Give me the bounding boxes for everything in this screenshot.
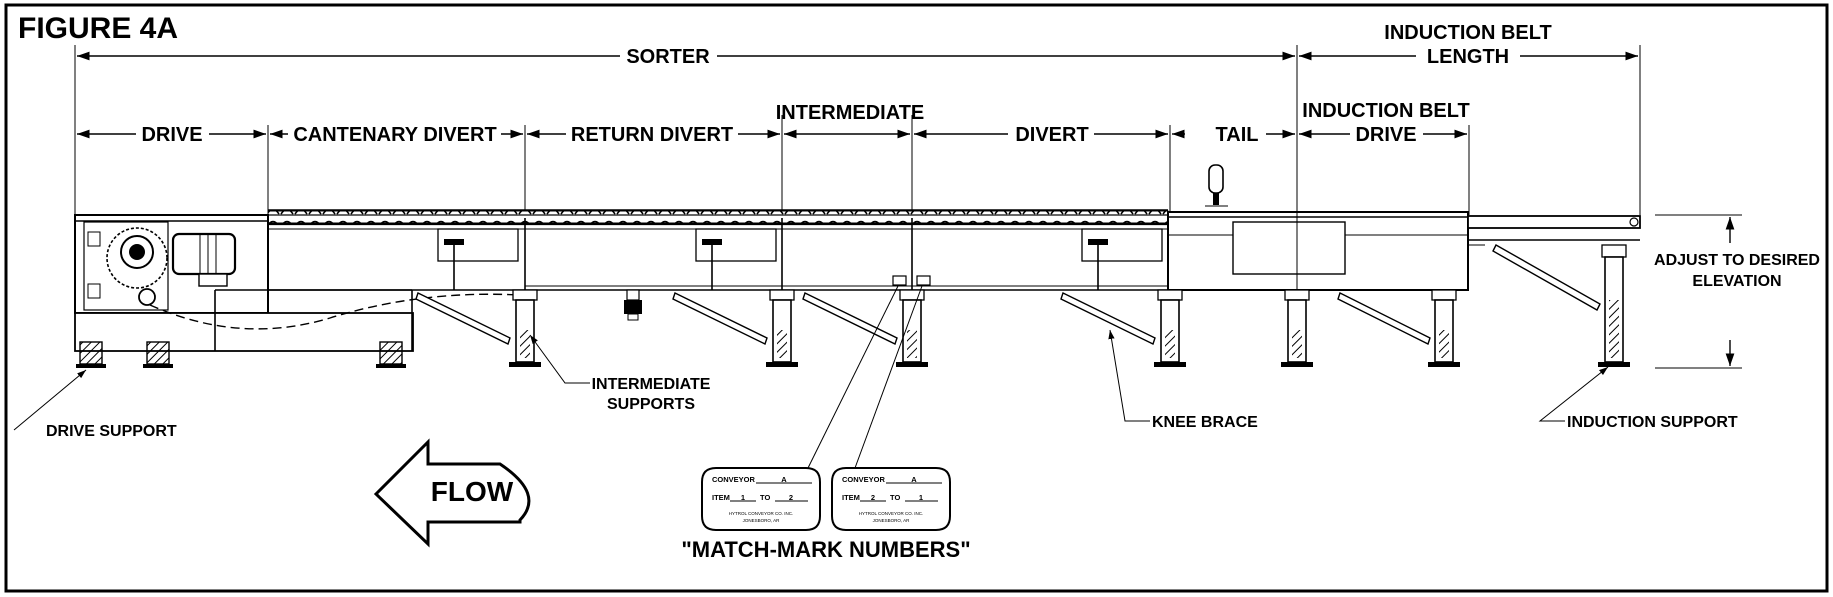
tag-conveyor-label: CONVEYOR xyxy=(712,475,756,484)
tag-item-from: 2 xyxy=(871,493,875,502)
tag-city: JONESBORO, AR xyxy=(873,518,911,523)
tag-conveyor-label: CONVEYOR xyxy=(842,475,886,484)
intermediate-supports-label-line1: INTERMEDIATE xyxy=(592,376,711,393)
figure-title: FIGURE 4A xyxy=(18,12,178,45)
drive-support-label: DRIVE SUPPORT xyxy=(46,423,177,440)
drive-label: DRIVE xyxy=(141,124,202,146)
intermediate-support-leg xyxy=(896,289,928,367)
hanging-valve xyxy=(624,289,642,321)
induction-belt-drive-label-line2: DRIVE xyxy=(1355,124,1416,146)
induction-support-leg xyxy=(1468,239,1640,367)
knee-brace xyxy=(672,292,768,345)
tag-conveyor-value: A xyxy=(781,475,787,484)
induction-belt-length-label-line2: LENGTH xyxy=(1427,46,1509,68)
match-mark-tag-1: CONVEYOR A ITEM 1 TO 2 HYTROL CONVEYOR C… xyxy=(701,467,821,531)
tag-item-label: ITEM xyxy=(842,493,860,502)
tag-company: HYTROL CONVEYOR CO. INC. xyxy=(729,511,794,516)
tail-label: TAIL xyxy=(1216,124,1259,146)
tag-item-to: 1 xyxy=(919,493,923,502)
cantenary-divert-label: CANTENARY DIVERT xyxy=(293,124,496,146)
tag-to-label: TO xyxy=(890,493,900,502)
match-mark-plate xyxy=(892,275,907,286)
tag-item-from: 1 xyxy=(741,493,745,502)
adjust-elevation-label-line1: ADJUST TO DESIRED xyxy=(1654,252,1820,269)
intermediate-supports-label-line2: SUPPORTS xyxy=(607,396,695,413)
knee-brace xyxy=(1492,244,1601,311)
drive-support-foot xyxy=(76,341,106,368)
knee-brace xyxy=(802,292,898,345)
divert-bracket xyxy=(437,228,519,290)
return-divert-label: RETURN DIVERT xyxy=(571,124,733,146)
intermediate-support-leg xyxy=(1154,289,1186,367)
figure-border xyxy=(4,3,1829,593)
knee-brace xyxy=(1060,292,1156,345)
divert-bracket xyxy=(695,228,777,290)
divert-label: DIVERT xyxy=(1015,124,1088,146)
drive-support-foot xyxy=(143,341,173,368)
match-mark-tag-2: CONVEYOR A ITEM 2 TO 1 HYTROL CONVEYOR C… xyxy=(831,467,951,531)
adjust-elevation-label-line2: ELEVATION xyxy=(1692,273,1781,290)
dimension-lines xyxy=(74,45,1742,369)
induction-belt-length-label-line1: INDUCTION BELT xyxy=(1384,22,1551,44)
intermediate-label: INTERMEDIATE xyxy=(776,102,925,124)
flow-label: FLOW xyxy=(431,476,514,507)
callout-leaders xyxy=(13,285,1609,469)
match-mark-plate xyxy=(916,275,931,286)
knee-brace xyxy=(1337,292,1431,345)
intermediate-support-leg xyxy=(1281,289,1313,367)
flow-arrow xyxy=(373,438,531,548)
drive-support-foot xyxy=(376,341,406,368)
tag-company: HYTROL CONVEYOR CO. INC. xyxy=(859,511,924,516)
induction-belt-drive-label-line1: INDUCTION BELT xyxy=(1302,100,1469,122)
intermediate-support-leg xyxy=(509,289,541,367)
tag-item-to: 2 xyxy=(789,493,793,502)
conveyor-body xyxy=(74,164,1641,368)
support-legs xyxy=(415,239,1640,367)
knee-brace xyxy=(415,292,511,345)
tag-item-label: ITEM xyxy=(712,493,730,502)
knee-brace-label: KNEE BRACE xyxy=(1152,414,1258,431)
tag-conveyor-value: A xyxy=(911,475,917,484)
sorter-label: SORTER xyxy=(626,46,710,68)
tag-city: JONESBORO, AR xyxy=(743,518,781,523)
intermediate-support-leg xyxy=(766,289,798,367)
induction-support-label: INDUCTION SUPPORT xyxy=(1567,414,1738,431)
divert-bracket xyxy=(1081,228,1163,290)
intermediate-support-leg xyxy=(1428,289,1460,367)
match-mark-caption: "MATCH-MARK NUMBERS" xyxy=(681,537,970,562)
tag-to-label: TO xyxy=(760,493,770,502)
